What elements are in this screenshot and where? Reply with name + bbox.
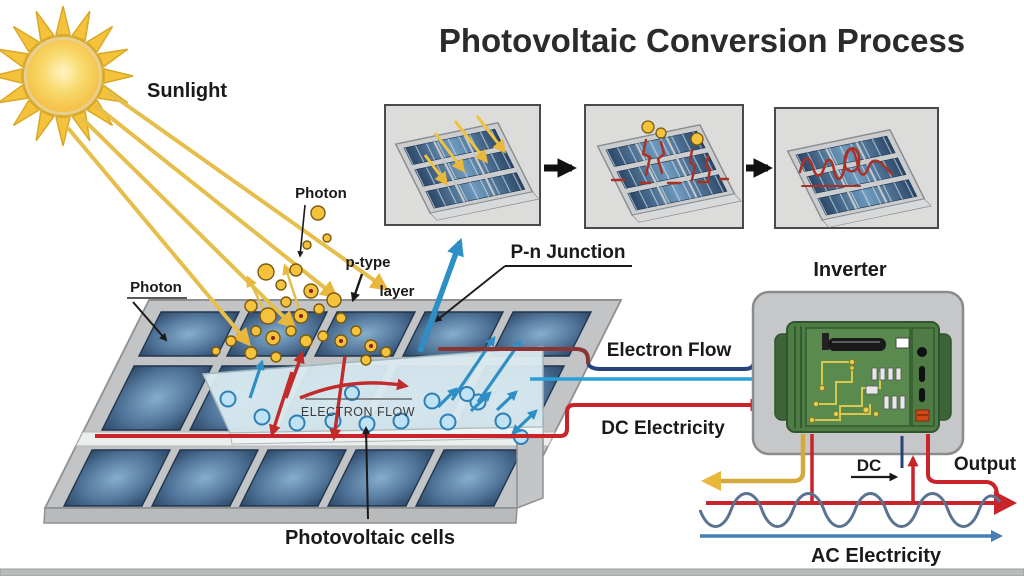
photon-top-callout: Photon bbox=[295, 185, 347, 258]
pcb-traces bbox=[812, 361, 881, 421]
dc-callout: DC bbox=[851, 456, 899, 482]
inverter-label: Inverter bbox=[813, 259, 887, 281]
inverter-slot-2 bbox=[919, 388, 925, 402]
inverter-slot-1 bbox=[919, 366, 925, 382]
wire-red-output bbox=[926, 434, 999, 495]
pcb-pin-headers bbox=[865, 367, 906, 410]
pn-junction-label: P-n Junction bbox=[510, 242, 625, 263]
red-arrowhead bbox=[994, 491, 1017, 515]
bottom-strip bbox=[0, 568, 1024, 576]
wire-yellow-out bbox=[700, 434, 806, 492]
pn-junction-callout: P-n Junction bbox=[434, 242, 632, 323]
output-label: Output bbox=[954, 454, 1017, 475]
ac-sine-wave bbox=[698, 492, 1002, 528]
page-title: Photovoltaic Conversion Process bbox=[439, 22, 965, 59]
pcb-component-small bbox=[822, 333, 829, 350]
p-type-callout: p-type layer bbox=[346, 254, 415, 303]
sun-rays-on-panel-icon bbox=[423, 115, 507, 186]
inverter-port-round bbox=[917, 347, 927, 357]
photovoltaic-cells-label: Photovoltaic cells bbox=[285, 527, 455, 549]
photon-left-callout: Photon bbox=[127, 279, 187, 342]
current-squiggle-icon bbox=[798, 147, 894, 187]
photon-cluster bbox=[211, 205, 392, 366]
dc-label: DC bbox=[857, 456, 882, 475]
photon-top-label: Photon bbox=[295, 185, 347, 202]
p-type-label: p-type bbox=[346, 254, 391, 271]
inverter: Inverter bbox=[751, 259, 965, 456]
panel-flow-label: ELECTRON FLOW bbox=[301, 405, 415, 419]
photon-excitation-icon bbox=[610, 120, 730, 185]
pcb-capacitor bbox=[828, 338, 886, 351]
sunbeam-rays bbox=[66, 90, 389, 347]
sunlight-label: Sunlight bbox=[147, 80, 227, 102]
electron-flow-label: Electron Flow bbox=[607, 340, 732, 361]
pcb-pads bbox=[808, 358, 879, 424]
stage-box-absorption bbox=[384, 104, 541, 226]
electron-exit-arrow bbox=[417, 237, 464, 353]
stage-box-current bbox=[774, 107, 939, 229]
array-front-edge bbox=[43, 507, 518, 524]
hole-arrows bbox=[269, 351, 409, 441]
ac-electricity-label: AC Electricity bbox=[811, 545, 942, 567]
stage-box-excitation bbox=[584, 104, 744, 229]
pcb-chip bbox=[895, 337, 910, 349]
wire-dc-red bbox=[95, 398, 764, 438]
dc-electricity-label: DC Electricity bbox=[601, 418, 725, 439]
photon-left-label: Photon bbox=[130, 279, 182, 296]
p-type-layer-label: layer bbox=[379, 283, 414, 300]
wire-maroon bbox=[438, 347, 590, 364]
pv-cells-callout: Photovoltaic cells bbox=[285, 426, 455, 549]
